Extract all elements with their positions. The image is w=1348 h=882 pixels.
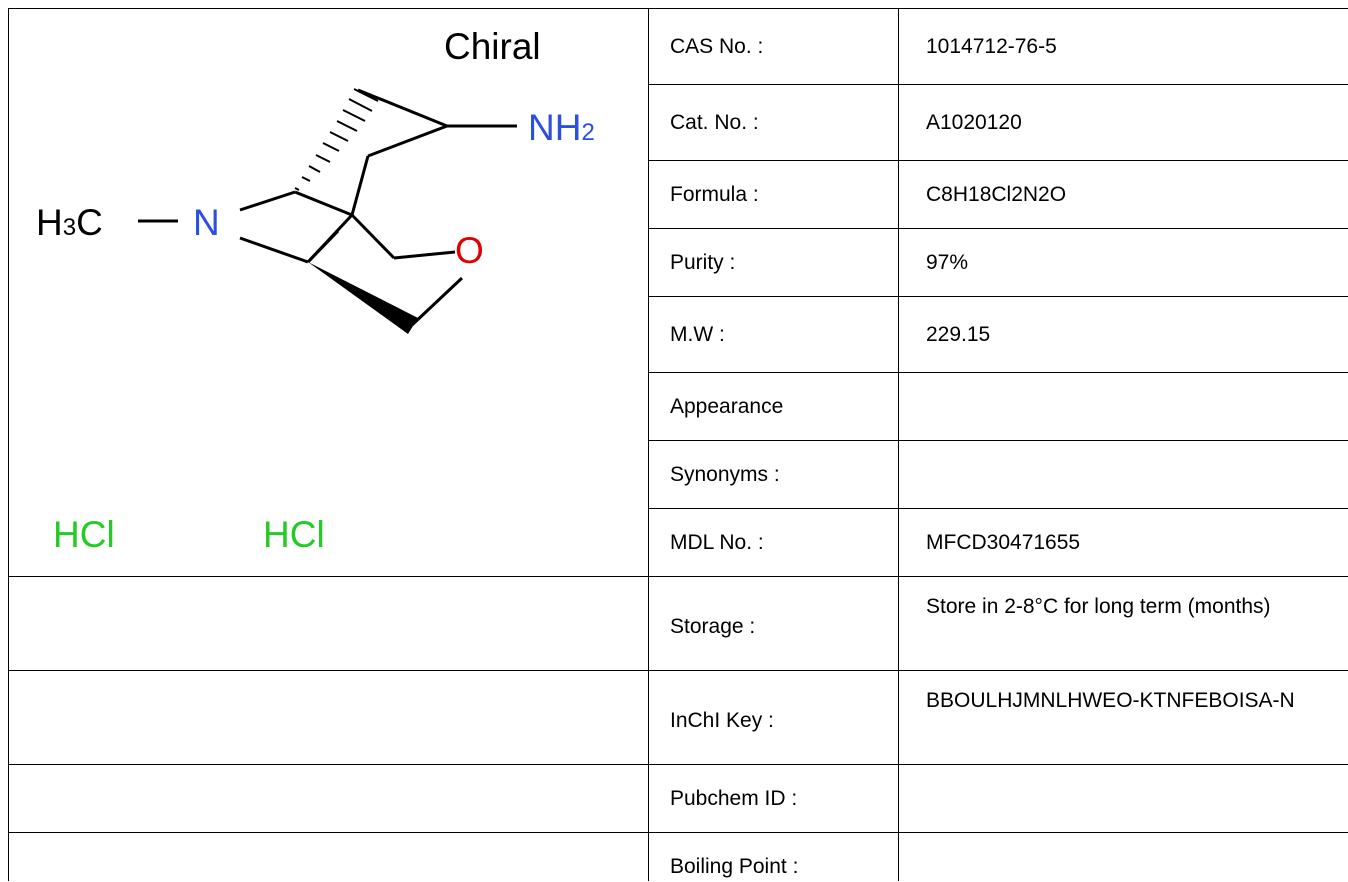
property-value: A1020120 xyxy=(926,111,1022,134)
property-label: InChI Key : xyxy=(670,709,774,732)
property-label: CAS No. : xyxy=(670,35,764,58)
property-label: Storage : xyxy=(670,615,756,638)
row-divider xyxy=(648,84,1348,85)
property-label: Cat. No. : xyxy=(670,111,759,134)
row-divider xyxy=(8,764,1348,765)
row-divider xyxy=(648,508,1348,509)
table-border-left xyxy=(8,8,9,881)
property-label: Formula : xyxy=(670,183,759,206)
row-divider xyxy=(8,832,1348,833)
property-value: C8H18Cl2N2O xyxy=(926,183,1067,206)
row-divider xyxy=(8,670,1348,671)
property-label: M.W : xyxy=(670,323,725,346)
row-divider xyxy=(648,228,1348,229)
property-value: 229.15 xyxy=(926,323,991,346)
property-value: MFCD30471655 xyxy=(926,531,1081,554)
column-divider xyxy=(898,8,899,881)
table-border-top xyxy=(8,8,1348,9)
row-divider xyxy=(648,160,1348,161)
property-label: Pubchem ID : xyxy=(670,787,798,810)
row-divider xyxy=(648,440,1348,441)
row-divider xyxy=(648,372,1348,373)
column-divider xyxy=(648,8,649,881)
property-value: Store in 2-8°C for long term (months) xyxy=(926,595,1271,618)
chemical-structure-image: Chiral H3C N NH2 O HCl HCl xyxy=(36,26,595,555)
salt-label-1: HCl xyxy=(53,514,115,555)
structure-bonds xyxy=(138,88,517,327)
row-divider xyxy=(8,576,1348,577)
chiral-label: Chiral xyxy=(444,26,541,67)
row-divider xyxy=(648,296,1348,297)
property-value: BBOULHJMNLHWEO-KTNFEBOISA-N xyxy=(926,689,1295,712)
property-label: MDL No. : xyxy=(670,531,764,554)
salt-label-2: HCl xyxy=(263,514,325,555)
property-value: 1014712-76-5 xyxy=(926,35,1057,58)
oxygen-atom-label: O xyxy=(455,230,484,271)
wedge-bond xyxy=(308,262,418,334)
property-label: Boiling Point : xyxy=(670,855,799,878)
nitrogen-atom-label: N xyxy=(193,202,220,243)
hashed-wedge-bond xyxy=(294,88,379,191)
methyl-group-label: H3C xyxy=(36,202,103,243)
property-label: Appearance xyxy=(670,395,784,418)
amine-group-label: NH2 xyxy=(528,107,595,148)
property-label: Synonyms : xyxy=(670,463,780,486)
property-value: 97% xyxy=(926,251,969,274)
property-label: Purity : xyxy=(670,251,736,274)
